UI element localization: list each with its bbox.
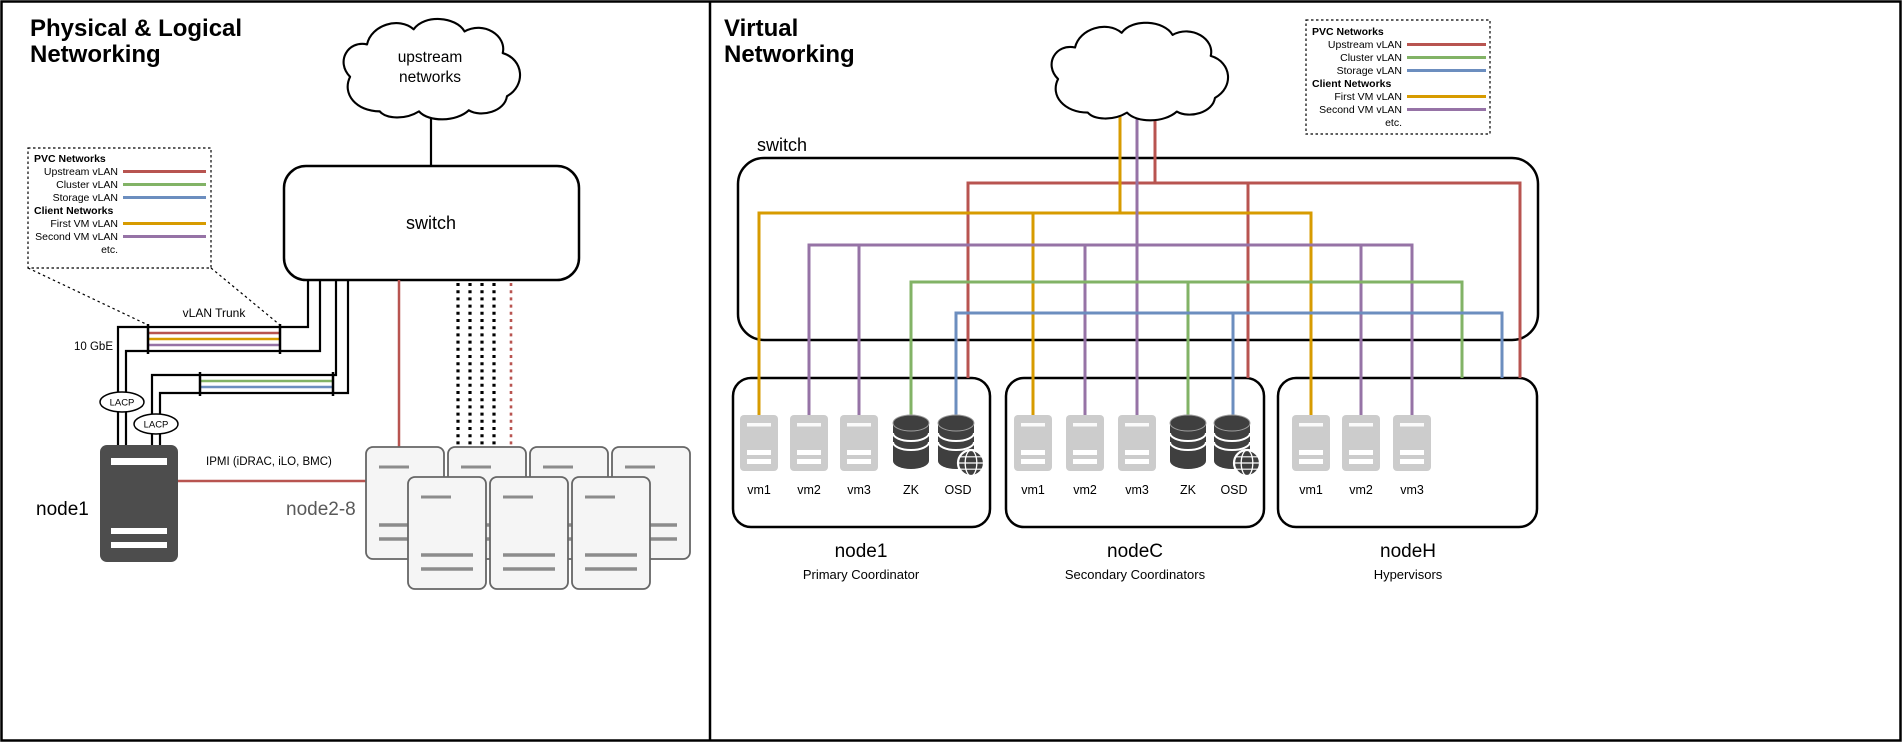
legend-pvc-header: PVC Networks	[34, 153, 106, 165]
node2-8-label: node2-8	[286, 499, 356, 520]
legend-pvc-header: PVC Networks	[1312, 26, 1384, 38]
vm-icon	[1066, 415, 1104, 471]
vm-icon	[1292, 415, 1330, 471]
vm-icon	[1342, 415, 1380, 471]
legend-secondvm-label: Second VM vLAN	[35, 231, 118, 243]
vlan-trunk-2	[198, 372, 335, 396]
node-role: Hypervisors	[1374, 567, 1443, 582]
server-icon	[570, 475, 652, 591]
vm-label: vm2	[797, 483, 821, 497]
nodeC-contents: vm1 vm2 vm3 ZK OSD nodeC Secondary Coord…	[1014, 414, 1262, 582]
vm-label: vm3	[1125, 483, 1149, 497]
legend-cluster-label: Cluster vLAN	[56, 179, 118, 191]
right-title-line2: Networking	[724, 41, 855, 68]
physical-networking-panel: Physical & Logical Networking upstream n…	[27, 15, 692, 591]
legend-zoom-line-right	[210, 267, 281, 326]
virtual-networking-panel: Virtual Networking switch PVC Networks U…	[724, 15, 1540, 582]
vm-icon	[840, 415, 878, 471]
legend-upstream-label: Upstream vLAN	[44, 166, 118, 178]
vm-label: vm1	[1021, 483, 1045, 497]
legend-client-header: Client Networks	[34, 205, 114, 217]
vm-icon	[1014, 415, 1052, 471]
legend-left: PVC Networks Upstream vLAN Cluster vLAN …	[27, 147, 212, 269]
vm-label: vm3	[1400, 483, 1424, 497]
vm-label: vm2	[1349, 483, 1373, 497]
node1-tower-icon	[100, 445, 178, 562]
osd-globe-icon	[956, 448, 986, 478]
legend-firstvm-label: First VM vLAN	[50, 218, 118, 230]
osd-globe-icon	[1232, 448, 1262, 478]
cloud-label-line2: networks	[399, 69, 461, 86]
node-name: nodeH	[1380, 541, 1436, 562]
vm-label: vm1	[747, 483, 771, 497]
zk-label: ZK	[903, 483, 920, 497]
vm-icon	[1393, 415, 1431, 471]
vm-icon	[790, 415, 828, 471]
zookeeper-icon	[892, 414, 930, 470]
physical-switch-box	[282, 164, 581, 282]
legend-right: PVC Networks Upstream vLAN Cluster vLAN …	[1305, 19, 1491, 135]
osd-label: OSD	[944, 483, 971, 497]
legend-secondvm-label: Second VM vLAN	[1319, 104, 1402, 116]
bond2-cable-a	[150, 280, 338, 445]
right-title-line1: Virtual	[724, 15, 798, 42]
vm-label: vm2	[1073, 483, 1097, 497]
legend-etc-label: etc.	[1385, 117, 1402, 129]
server-icon	[406, 475, 488, 591]
legend-client-header: Client Networks	[1312, 78, 1392, 90]
second-vm-vlan-path	[807, 110, 1414, 415]
left-title-line2: Networking	[30, 41, 161, 68]
legend-storage-label: Storage vLAN	[1337, 65, 1402, 77]
zk-label: ZK	[1180, 483, 1197, 497]
lacp-label-2: LACP	[144, 420, 169, 431]
zookeeper-icon	[1169, 414, 1207, 470]
virtual-switch-label: switch	[757, 135, 807, 155]
vlan-trunk-label: vLAN Trunk	[183, 306, 247, 320]
vm-label: vm1	[1299, 483, 1323, 497]
legend-storage-label: Storage vLAN	[53, 192, 118, 204]
server-icon	[488, 475, 570, 591]
legend-cluster-label: Cluster vLAN	[1340, 52, 1402, 64]
cluster-vlan-path	[909, 280, 1464, 415]
node-role: Secondary Coordinators	[1065, 567, 1206, 582]
vlan-trunk-1	[146, 324, 282, 354]
node-name: nodeC	[1107, 541, 1163, 562]
bond1-cable-a	[116, 280, 310, 445]
node1-label: node1	[36, 499, 89, 520]
legend-firstvm-label: First VM vLAN	[1334, 91, 1402, 103]
vm-icon	[740, 415, 778, 471]
vm-icon	[1118, 415, 1156, 471]
cloud-label-line1: upstream	[398, 49, 463, 66]
lacp-ellipse-2	[133, 413, 179, 435]
legend-etc-label: etc.	[101, 244, 118, 256]
node-role: Primary Coordinator	[803, 567, 920, 582]
nodeH-contents: vm1 vm2 vm3 nodeH Hypervisors	[1292, 415, 1443, 582]
node-name: node1	[835, 541, 888, 562]
legend-zoom-line-left	[27, 267, 149, 326]
vm-label: vm3	[847, 483, 871, 497]
speed-label: 10 GbE	[74, 341, 113, 353]
left-title-line1: Physical & Logical	[30, 15, 242, 42]
legend-upstream-label: Upstream vLAN	[1328, 39, 1402, 51]
physical-switch-label: switch	[406, 213, 456, 233]
node1-contents: vm1 vm2 vm3 ZK OSD node1 Primary Coordin…	[740, 414, 986, 582]
storage-vlan-path	[954, 311, 1504, 415]
osd-label: OSD	[1220, 483, 1247, 497]
lacp-label-1: LACP	[110, 398, 135, 409]
lacp-ellipse-1	[99, 391, 145, 413]
ipmi-label: IPMI (iDRAC, iLO, BMC)	[206, 456, 332, 468]
